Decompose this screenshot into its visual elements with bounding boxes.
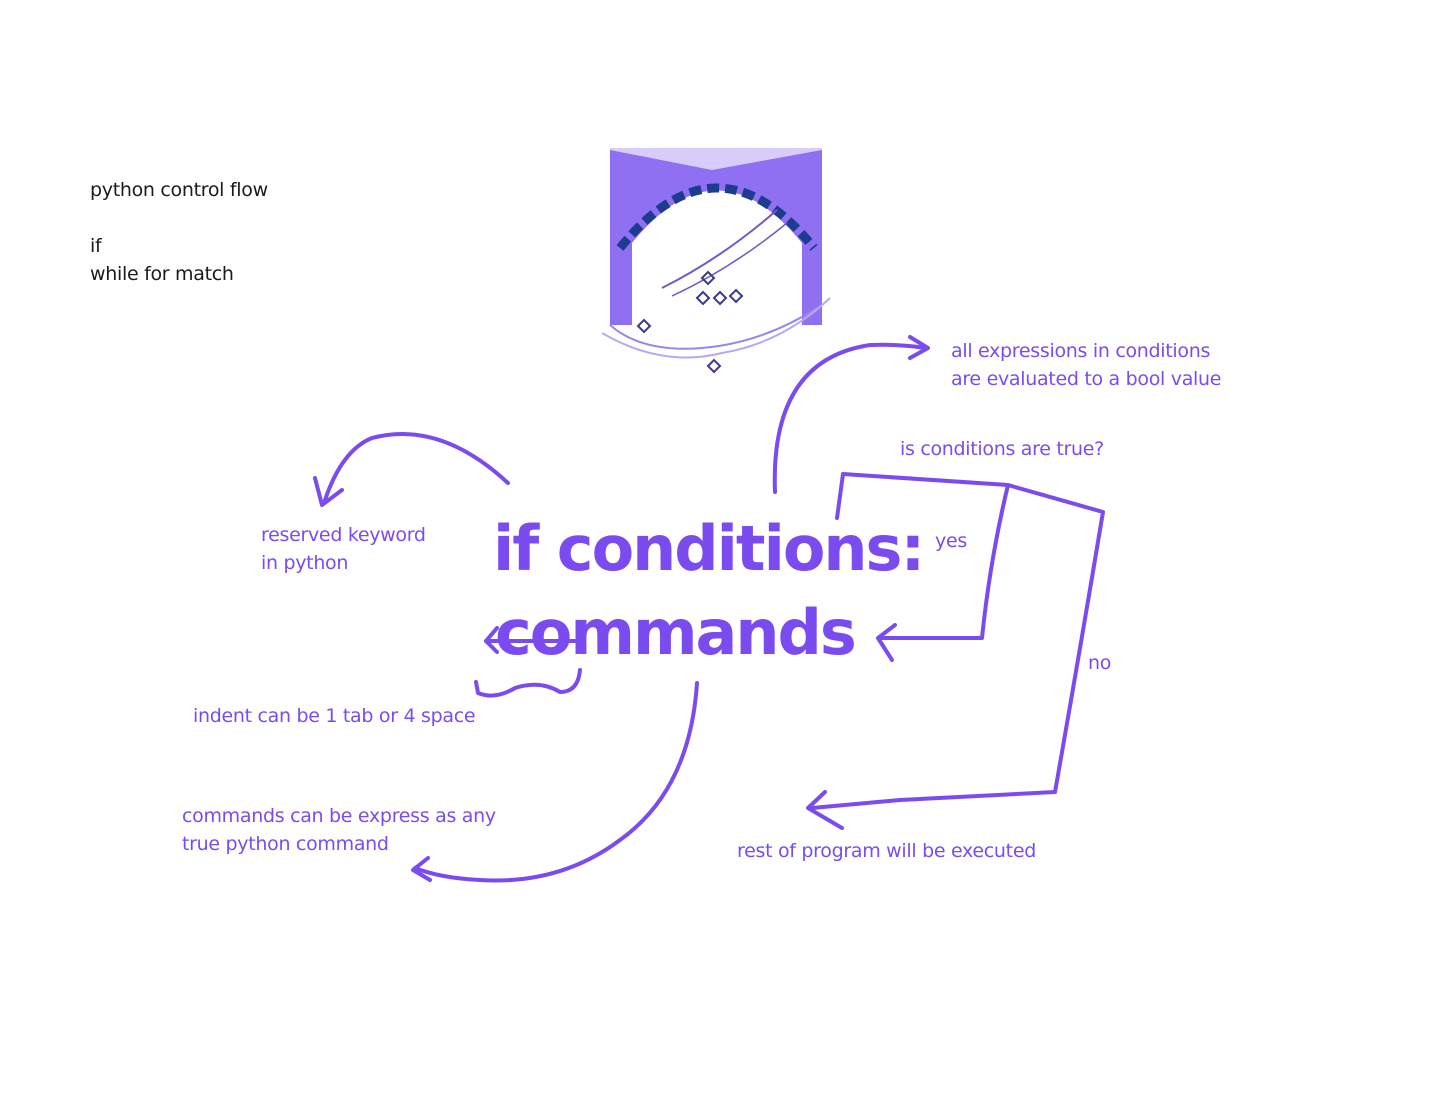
bool-note-line-2: are evaluated to a bool value xyxy=(951,368,1222,390)
arrow-to-reserved-keyword xyxy=(323,432,510,502)
code-line-if-conditions: if conditions: xyxy=(493,512,925,585)
yes-label: yes xyxy=(935,530,967,552)
arrow-head-commands xyxy=(411,856,432,882)
no-label: no xyxy=(1088,652,1112,674)
reserved-keyword-note: reserved keyword in python xyxy=(261,521,426,577)
commands-note-line-1: commands can be express as any xyxy=(182,805,496,827)
code-line-commands: commands xyxy=(495,596,857,669)
arrow-head-bool xyxy=(908,335,930,360)
commands-note: commands can be express as any true pyth… xyxy=(182,802,496,858)
no-path xyxy=(810,483,1105,810)
notes-title: python control flow xyxy=(90,179,268,201)
notes-keywords-loop: while for match xyxy=(90,263,234,285)
arrow-head-yes xyxy=(876,623,897,662)
commands-note-line-2: true python command xyxy=(182,833,389,855)
logo-calligraphy-stroke xyxy=(661,209,778,289)
indent-squiggle xyxy=(474,668,582,698)
arrow-to-commands-note xyxy=(413,681,699,883)
logo-dots xyxy=(636,270,744,374)
notes-block: python control flow if while for match xyxy=(90,176,268,288)
logo-top-band xyxy=(610,148,822,170)
notes-keyword-if: if xyxy=(90,235,102,257)
logo-calligraphy-stroke-2 xyxy=(671,222,788,297)
logo-flourish xyxy=(602,297,831,359)
condition-question: is conditions are true? xyxy=(900,438,1104,460)
bool-note: all expressions in conditions are evalua… xyxy=(951,337,1221,393)
logo-arch-band xyxy=(616,183,818,251)
indent-note: indent can be 1 tab or 4 space xyxy=(193,705,476,727)
arrow-head-reserved xyxy=(313,476,344,507)
university-logo xyxy=(602,148,831,374)
indent-arrow-head xyxy=(484,626,499,654)
reserved-keyword-line-1: reserved keyword xyxy=(261,524,426,546)
logo-calligraphy-base xyxy=(609,307,818,350)
arrow-to-bool-note xyxy=(772,342,927,494)
rest-of-program-note: rest of program will be executed xyxy=(737,840,1036,862)
arrow-head-no xyxy=(806,790,844,830)
reserved-keyword-line-2: in python xyxy=(261,552,349,574)
bool-note-line-1: all expressions in conditions xyxy=(951,340,1211,362)
